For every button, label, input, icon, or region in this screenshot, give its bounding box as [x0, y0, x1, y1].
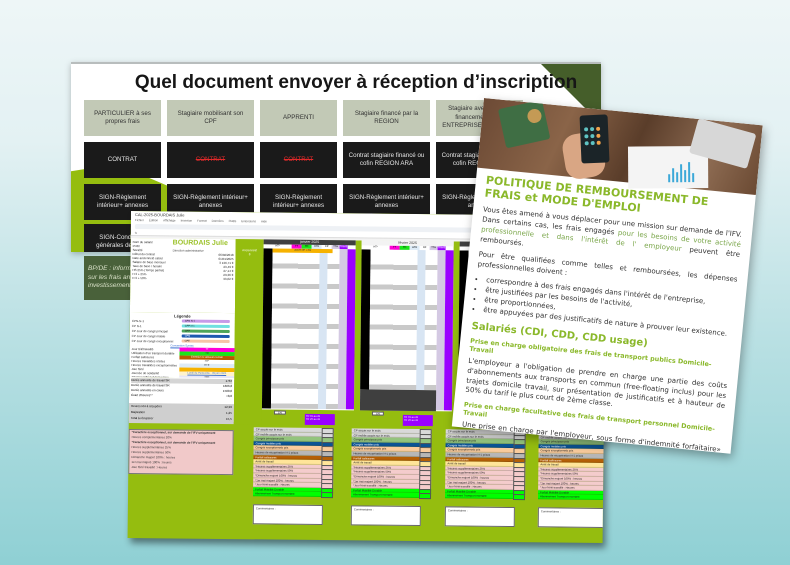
document-content: POLITIQUE DE REMBOURSEMENT DE FRAIS et M… [452, 168, 756, 454]
comment-box[interactable]: Commentaires : [537, 507, 606, 529]
monthly-summary-february: CP acquis sur le mois CP mobile acquis s… [351, 428, 422, 498]
counter-box: 120 [371, 411, 384, 416]
month-february: février 2025 HT* TT TD HTE CP TTH TRIMES… [359, 240, 454, 412]
overtime-box: *Caractère exceptionnel, sur demande de … [128, 428, 234, 476]
totals-row: Écart d'heures** +8,8 [131, 393, 232, 399]
legend-label: CPN-N-1 [131, 318, 145, 323]
summary-row: Abonnement Transport montant [253, 491, 324, 497]
recap-row: Total à récupérer 15,5 [129, 415, 234, 422]
recap-label: Total à récupérer [130, 416, 154, 421]
menu-fichier[interactable]: Fichier [134, 218, 144, 223]
tt-range: TR 26 au 31 [403, 418, 419, 423]
legend-label: CP N-1 [131, 323, 142, 328]
contrat-region: Contrat stagiaire financé ou cofin REGIO… [343, 142, 430, 178]
monthly-summary-march: CP acquis sur le mois CP mobile acquis s… [445, 429, 516, 499]
summary-row: Abonnement Transport montant [351, 492, 422, 498]
notebook-image [497, 99, 551, 149]
menu-extensions[interactable]: Extensions [241, 219, 256, 224]
contrat-apprenti-struck: CONTRAT [260, 142, 337, 178]
menu-edition[interactable]: Édition [148, 218, 159, 223]
category-particulier: PARTICULIER à ses propres frais [84, 100, 161, 136]
totals-value: +8,8 [226, 394, 233, 399]
summary-row: Abonnement Transport montant [538, 494, 606, 500]
info-value: 33,62 € [223, 276, 234, 282]
monthly-summary-january: CP acquis sur le mois CP mobile acquis s… [253, 427, 324, 497]
recap-value: 15,5 [225, 417, 232, 422]
contrat-particulier: CONTRAT [84, 142, 161, 178]
spreadsheet-menu: Fichier Édition Affichage Insertion Form… [135, 218, 267, 223]
slide-title: Quel document envoyer à réception d’insc… [134, 72, 578, 93]
menu-format[interactable]: Format [197, 218, 207, 223]
counter-box: 120 [273, 410, 286, 415]
trimestre-column [443, 250, 454, 411]
spreadsheet-doc-title: CAL-2025-BOURDAIS Julie [134, 212, 185, 218]
reimbursement-policy-document: POLITIQUE DE REMBOURSEMENT DE FRAIS et M… [451, 98, 763, 454]
category-row: PARTICULIER à ses propres frais Stagiair… [84, 100, 523, 136]
menu-aide[interactable]: Aide [260, 219, 268, 224]
comment-box[interactable]: Commentaires : [444, 506, 515, 528]
info-label: H 3 + 50% [132, 276, 147, 281]
trimestre-column [345, 249, 356, 410]
category-entreprise-opco-label: Stagiaire avec un financement ENTREPRISE… [442, 105, 502, 130]
menu-donnees[interactable]: Données [211, 218, 224, 223]
menu-affichage[interactable]: Affichage [163, 218, 176, 223]
contrat-row: CONTRAT CONTRAT CONTRAT Contrat stagiair… [84, 142, 523, 178]
legend-label: CP Jour de congé exceptionnel [131, 338, 174, 343]
contrat-cpf-struck: CONTRAT [167, 142, 254, 178]
legend-label: CP Jour de congé principal [131, 328, 168, 333]
calculator-phone-icon [579, 114, 610, 164]
month-january: janvier 2025 HT* TT TD HTE CP TTH TRIMES… [261, 239, 356, 411]
legend-label: CP Jour de congé mobile [131, 333, 166, 338]
day-grid[interactable] [369, 249, 438, 391]
menu-insertion[interactable]: Insertion [180, 218, 193, 223]
summary-row: Abonnement Transport montant [445, 493, 516, 499]
category-apprenti: APPRENTI [260, 100, 337, 136]
info-row: H 3 + 50% 33,62 € [132, 276, 233, 281]
tt-range: TR 26 au 31 [305, 417, 321, 421]
comment-box[interactable]: Commentaires : [252, 504, 323, 526]
hte-column [416, 250, 426, 391]
category-region: Stagiaire financé par la REGION [343, 100, 430, 136]
menu-outils[interactable]: Outils [228, 219, 237, 224]
anciennete-column: Ancienneté 8 [233, 239, 264, 425]
empty-days [359, 389, 437, 412]
category-cpf: Stagiaire mobilisant son CPF [167, 100, 254, 136]
totals-label: Écart d'heures** [131, 393, 153, 398]
monthly-summary-april: CP acquis sur le mois CP mobile acquis s… [538, 430, 606, 500]
hte-column [317, 248, 328, 410]
info-rows: Nom du salarié Profil Société Début du c… [132, 240, 233, 281]
comment-box[interactable]: Commentaires : [350, 505, 421, 527]
anciennete-value: 8 [248, 252, 251, 257]
day-grid[interactable] [270, 248, 340, 410]
holiday-bar: JOUR DE L'AN [272, 248, 333, 254]
employee-info: BOURDAIS Julie Direction administrative … [129, 237, 236, 314]
overtime-row: Jour férié travaillé : Heures [131, 465, 168, 470]
